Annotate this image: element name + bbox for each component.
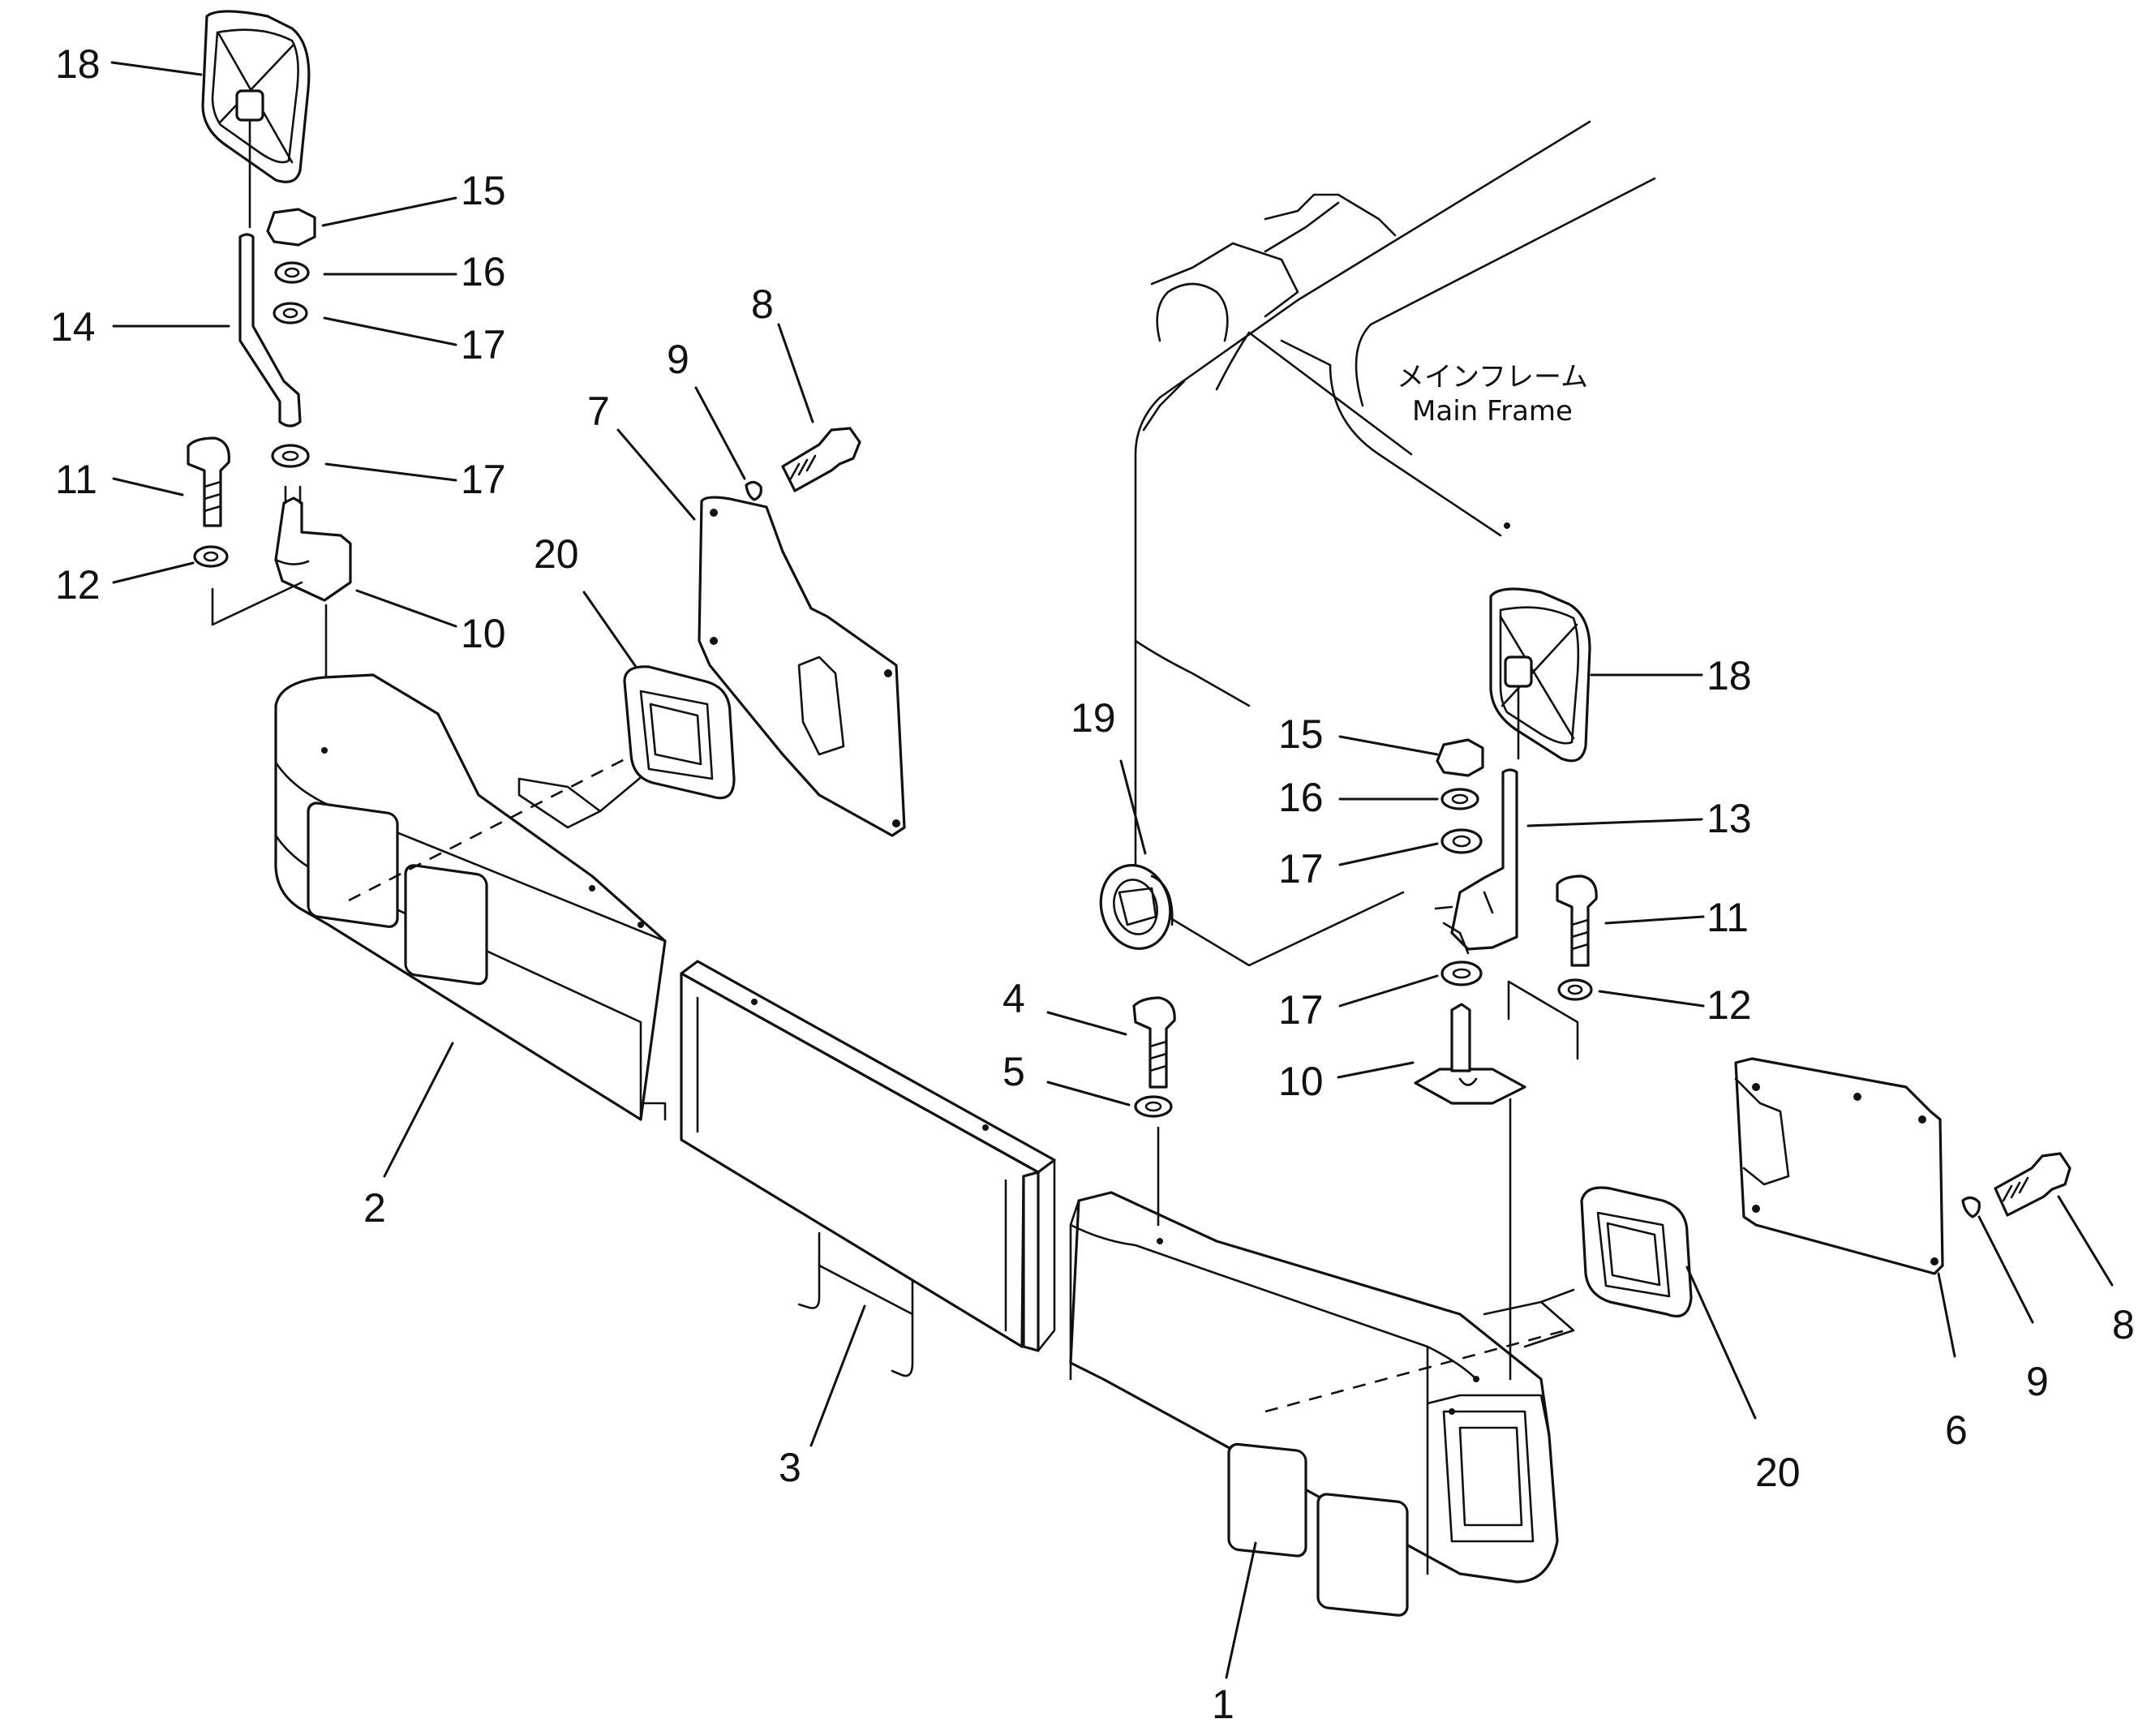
counterweight-left <box>274 673 698 1121</box>
callout-7: 7 <box>587 389 610 434</box>
callout-3: 3 <box>779 1445 801 1490</box>
callout-17-right-b: 17 <box>1278 987 1324 1033</box>
leader-lines <box>110 61 2114 1679</box>
callout-10-right: 10 <box>1278 1059 1324 1104</box>
bolt-left <box>187 436 230 527</box>
callout-12-right: 12 <box>1707 982 1752 1028</box>
callout-13: 13 <box>1707 796 1752 841</box>
callout-6: 6 <box>1945 1407 1968 1453</box>
lock-washer-right-12 <box>1557 978 1593 1001</box>
callout-10-left: 10 <box>461 611 506 656</box>
washer-right-a <box>1440 828 1483 854</box>
bolt-washer-left-8-9 <box>745 427 861 501</box>
callout-8-right: 8 <box>2112 1302 2135 1347</box>
callout-2: 2 <box>363 1185 386 1231</box>
callout-14: 14 <box>50 304 96 350</box>
bracket-right <box>1414 1068 1526 1105</box>
bolt-right <box>1556 874 1598 967</box>
callout-11-right: 11 <box>1707 895 1749 940</box>
callout-18-left: 18 <box>55 41 101 87</box>
bolt-washer-4-5 <box>1132 996 1176 1227</box>
plate-right <box>1734 1057 1944 1275</box>
callout-9-left: 9 <box>667 337 689 382</box>
bracket-left <box>274 496 352 602</box>
callout-5: 5 <box>1003 1049 1025 1094</box>
left-mirror-assembly <box>187 10 352 707</box>
callout-19: 19 <box>1071 695 1116 741</box>
callout-16-right: 16 <box>1278 775 1324 820</box>
main-frame-label-en: Main Frame <box>1412 395 1573 428</box>
bolt-washer-right-8-9 <box>1961 1152 2072 1218</box>
washer-right-b <box>1440 960 1483 986</box>
callout-18-right: 18 <box>1707 653 1752 698</box>
lamp-lens-right <box>1580 1186 1693 1318</box>
right-mirror-assembly <box>1166 587 1598 1381</box>
callout-17-left-a: 17 <box>461 322 506 367</box>
nut-left <box>266 208 316 247</box>
lock-washer-left <box>274 261 310 284</box>
callout-12-left: 12 <box>55 562 101 608</box>
horn <box>1099 864 1174 950</box>
main-frame-label-ja: メインフレーム <box>1397 361 1588 393</box>
callout-17-left-b: 17 <box>461 457 506 502</box>
lock-washer-left-12 <box>193 545 229 568</box>
callout-16-left: 16 <box>461 249 506 294</box>
counterweight-right <box>1069 1191 1575 1617</box>
callout-1: 1 <box>1212 1682 1234 1727</box>
lock-washer-right <box>1440 788 1479 810</box>
washer-left-a <box>273 302 308 324</box>
lamp-lens-left <box>623 665 736 800</box>
stay-left <box>238 233 302 428</box>
stay-right <box>1450 768 1518 951</box>
callout-17-right-a: 17 <box>1278 846 1324 892</box>
main-frame: メインフレーム Main Frame <box>1134 120 1656 894</box>
callouts: 18 15 16 14 17 17 11 12 10 20 7 9 8 2 3 … <box>50 41 2135 1727</box>
callout-4: 4 <box>1003 976 1025 1021</box>
callout-20-right: 20 <box>1755 1450 1801 1495</box>
callout-15-left: 15 <box>461 168 506 213</box>
callout-11-left: 11 <box>55 457 97 502</box>
plate-left <box>698 496 906 837</box>
callout-9-right: 9 <box>2026 1359 2049 1404</box>
nut-right <box>1436 738 1484 777</box>
center-cover <box>680 960 1056 1377</box>
washer-left-b <box>271 444 310 468</box>
callout-8-left: 8 <box>751 281 774 327</box>
callout-15-right: 15 <box>1278 711 1324 757</box>
callout-20-left: 20 <box>534 531 579 577</box>
